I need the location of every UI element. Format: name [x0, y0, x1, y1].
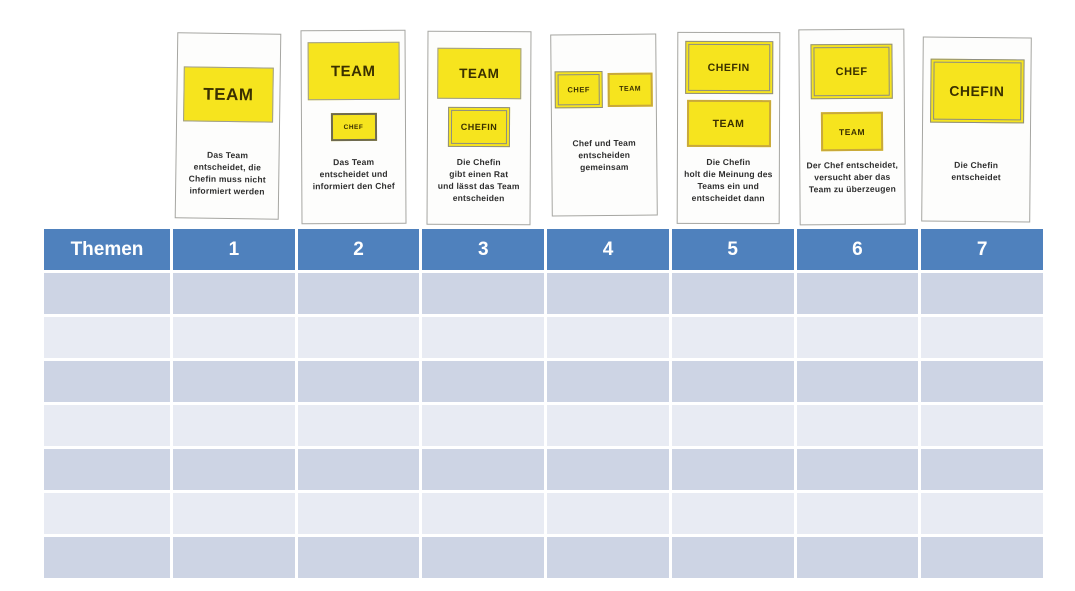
table-cell-r4-c4 — [547, 405, 669, 446]
team-box: TEAM — [307, 41, 400, 101]
table-cell-r4-c2 — [297, 405, 420, 446]
table-cell-r3-c2 — [297, 361, 420, 402]
table-cell-r7-c5 — [671, 537, 794, 578]
table-cell-r4-c7 — [921, 405, 1043, 446]
table-cell-r6-c3 — [422, 493, 545, 534]
chef-box: CHEF — [330, 112, 377, 142]
team-box: TEAM — [686, 99, 771, 148]
table-header-col-4: 4 — [547, 229, 669, 270]
table-cell-r6-c4 — [547, 493, 669, 534]
table-cell-r2-c0 — [44, 317, 170, 358]
team-box: TEAM — [183, 66, 274, 123]
table-cell-r3-c3 — [422, 361, 545, 402]
table-header-col-2: 2 — [297, 229, 420, 270]
card-5-description: Die Chefin holt die Meinung des Teams ei… — [684, 156, 773, 204]
table-cell-r4-c6 — [796, 405, 919, 446]
table-cell-r5-c6 — [796, 449, 919, 490]
chefin-box: CHEFIN — [929, 58, 1025, 124]
table-cell-r1-c1 — [173, 273, 295, 314]
table-cell-r2-c7 — [921, 317, 1043, 358]
team-box: TEAM — [607, 72, 653, 107]
table-cell-r6-c7 — [921, 493, 1043, 534]
card-2-description: Das Team entscheidet und informiert den … — [312, 156, 395, 192]
table-cell-r2-c3 — [422, 317, 545, 358]
table-header-themen: Themen — [44, 229, 170, 270]
table-cell-r7-c2 — [297, 537, 420, 578]
table-cell-r3-c0 — [44, 361, 170, 402]
card-4-description: Chef und Team entscheiden gemeinsam — [572, 137, 636, 173]
delegation-card-5: CHEFIN TEAM Die Chefin holt die Meinung … — [676, 31, 781, 225]
delegation-card-4: CHEF TEAM Chef und Team entscheiden geme… — [550, 33, 658, 217]
chef-team-pair: CHEF TEAM — [554, 71, 653, 109]
table-cell-r5-c5 — [671, 449, 794, 490]
team-box: TEAM — [820, 111, 884, 152]
card-7-description: Die Chefin entscheidet — [951, 159, 1001, 183]
card-3-description: Die Chefin gibt einen Rat und lässt das … — [437, 156, 520, 204]
card-6-description: Der Chef entscheidet, versucht aber das … — [806, 159, 899, 195]
table-cell-r6-c5 — [671, 493, 794, 534]
delegation-card-3: TEAM CHEFIN Die Chefin gibt einen Rat un… — [426, 30, 532, 226]
table-cell-r1-c4 — [547, 273, 669, 314]
table-header-col-6: 6 — [796, 229, 919, 270]
table-cell-r3-c1 — [173, 361, 295, 402]
chef-box: CHEF — [810, 43, 893, 100]
table-cell-r7-c0 — [44, 537, 170, 578]
table-cell-r4-c0 — [44, 405, 170, 446]
table-cell-r5-c4 — [547, 449, 669, 490]
table-header-col-3: 3 — [422, 229, 545, 270]
table-cell-r6-c2 — [297, 493, 420, 534]
table-header-col-5: 5 — [671, 229, 794, 270]
table-cell-r2-c1 — [173, 317, 295, 358]
table-cell-r3-c6 — [796, 361, 919, 402]
table-cell-r4-c3 — [422, 405, 545, 446]
table-cell-r3-c7 — [921, 361, 1043, 402]
delegation-card-6: CHEF TEAM Der Chef entscheidet, versucht… — [798, 28, 906, 226]
table-cell-r2-c5 — [671, 317, 794, 358]
table-cell-r4-c1 — [173, 405, 295, 446]
table-cell-r1-c6 — [796, 273, 919, 314]
table-cell-r6-c0 — [44, 493, 170, 534]
table-cell-r2-c6 — [796, 317, 919, 358]
table-cell-r6-c1 — [173, 493, 295, 534]
table-cell-r7-c1 — [173, 537, 295, 578]
chef-box: CHEF — [554, 71, 603, 109]
table-cell-r7-c6 — [796, 537, 919, 578]
table-cell-r5-c7 — [921, 449, 1043, 490]
table-cell-r4-c5 — [671, 405, 794, 446]
table-cell-r3-c4 — [547, 361, 669, 402]
table-header-col-7: 7 — [921, 229, 1043, 270]
table-header-col-1: 1 — [173, 229, 295, 270]
chefin-box: CHEFIN — [684, 40, 773, 95]
table-cell-r7-c3 — [422, 537, 545, 578]
table-cell-r1-c0 — [44, 273, 170, 314]
table-cell-r7-c4 — [547, 537, 669, 578]
delegation-card-7: CHEFIN Die Chefin entscheidet — [921, 36, 1032, 223]
table-cell-r5-c3 — [422, 449, 545, 490]
table-cell-r5-c1 — [173, 449, 295, 490]
delegation-card-2: TEAM CHEF Das Team entscheidet und infor… — [300, 29, 407, 225]
table-cell-r5-c0 — [44, 449, 170, 490]
table-cell-r1-c2 — [297, 273, 420, 314]
table-cell-r1-c7 — [921, 273, 1043, 314]
table-cell-r1-c5 — [671, 273, 794, 314]
table-cell-r7-c7 — [921, 537, 1043, 578]
table-cell-r6-c6 — [796, 493, 919, 534]
table-cell-r1-c3 — [422, 273, 545, 314]
table-cell-r2-c2 — [297, 317, 420, 358]
table-cell-r3-c5 — [671, 361, 794, 402]
table-cell-r5-c2 — [297, 449, 420, 490]
chefin-box: CHEFIN — [447, 106, 511, 148]
table-cell-r2-c4 — [547, 317, 669, 358]
card-1-description: Das Team entscheidet, die Chefin muss ni… — [188, 149, 266, 197]
delegation-card-1: TEAM Das Team entscheidet, die Chefin mu… — [174, 32, 282, 220]
team-box: TEAM — [437, 47, 522, 100]
